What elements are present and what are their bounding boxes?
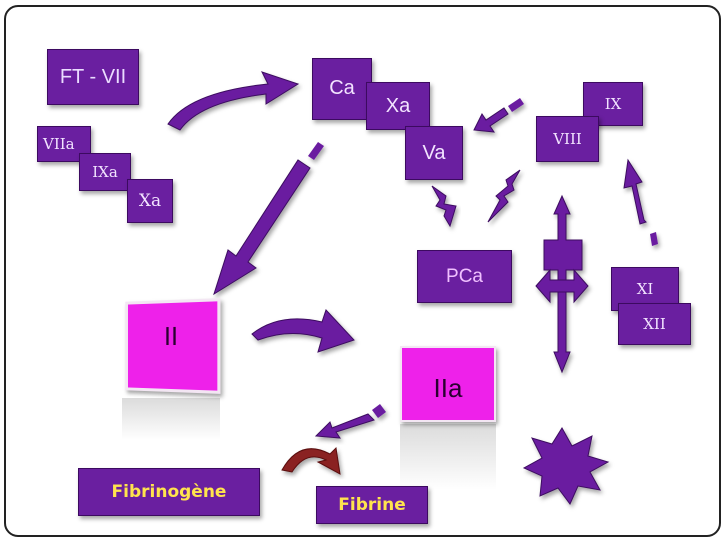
factor-va: Va [405,126,463,180]
fibrinogene-label: Fibrinogène [111,482,227,502]
factor-ft-vii-label: FT - VII [59,65,127,88]
factor-viii-label: VIII [553,130,582,148]
factor-ixa-label: IXa [92,163,118,181]
factor-xii-label: XII [643,315,666,333]
factor-pca: PCa [417,250,512,303]
factor-xa-left: Xa [127,179,173,223]
ii-reflection [122,398,220,440]
slide-frame [4,5,721,537]
curved-arrow-ii-to-iia [251,309,355,353]
curved-arrow-fibrinogen-to-fibrine [281,446,341,475]
factor-ft-vii: FT - VII [47,49,139,105]
factor-iia: IIa [400,346,496,422]
factor-ii: II [125,298,221,394]
fibrine-label: Fibrine [338,495,406,515]
factor-xa-top-label: Xa [385,94,411,117]
factor-ii-label: II [164,320,179,352]
factor-viii: VIII [536,116,599,162]
fibrine-box: Fibrine [316,486,428,524]
factor-iia-label: IIa [433,373,463,403]
factor-pca-label: PCa [446,265,483,287]
factor-ca-label: Ca [329,77,355,99]
factor-viia-label: VIIa [43,135,75,153]
factor-ca: Ca [312,58,372,120]
four-way-arrow [535,194,589,374]
curved-arrow-ft-to-ca [167,71,300,131]
fibrinogene-box: Fibrinogène [78,468,260,516]
factor-ixa: IXa [79,153,131,191]
factor-ix-label: IX [604,95,622,113]
lightning-pca-viii [487,169,521,223]
iia-reflection [400,424,496,490]
arrow-ca-to-ii [213,142,324,296]
arrow-xi-to-viii [623,158,658,246]
arrow-iia-to-fibrinogen [314,404,386,439]
factor-va-label: Va [422,141,446,164]
factor-xa-left-label: Xa [138,191,162,211]
factor-xii: XII [618,303,691,345]
lightning-va-pca [431,185,457,228]
starburst-shape [522,427,610,505]
arrow-viii-to-va [473,98,524,133]
factor-xa-top: Xa [366,82,430,130]
factor-xi-label: XI [636,280,654,298]
